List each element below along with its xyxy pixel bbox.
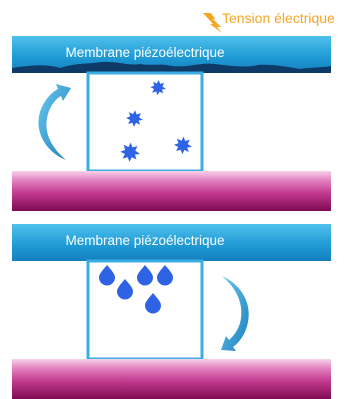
droplet-icon [145, 293, 161, 314]
droplet-icon [137, 265, 153, 286]
bottom-membrane [12, 224, 331, 261]
lightning-icon [203, 13, 222, 33]
star-particle-icon [174, 136, 192, 155]
bottom-panel: Membrane piézoélectrique [12, 224, 331, 399]
bottom-membrane-label: Membrane piézoélectrique [65, 233, 224, 248]
top-base [12, 171, 331, 211]
top-panel: Membrane piézoélectrique [12, 36, 331, 211]
top-membrane-label: Membrane piézoélectrique [65, 45, 224, 60]
membrane-deformation [12, 61, 331, 73]
droplet-icon [157, 265, 173, 286]
droplet-icon [99, 265, 115, 286]
star-particle-icon [150, 80, 166, 96]
star-particle-icon [120, 142, 140, 162]
voltage-label: Tension électrique [222, 10, 335, 26]
rotation-arrow-icon [221, 276, 249, 351]
rotation-arrow-icon [38, 84, 71, 160]
star-particle-icon [126, 110, 143, 127]
voltage-indicator: Tension électrique [203, 10, 335, 33]
bottom-base [12, 359, 331, 399]
top-chamber [86, 71, 204, 173]
droplet-icon [117, 279, 133, 300]
